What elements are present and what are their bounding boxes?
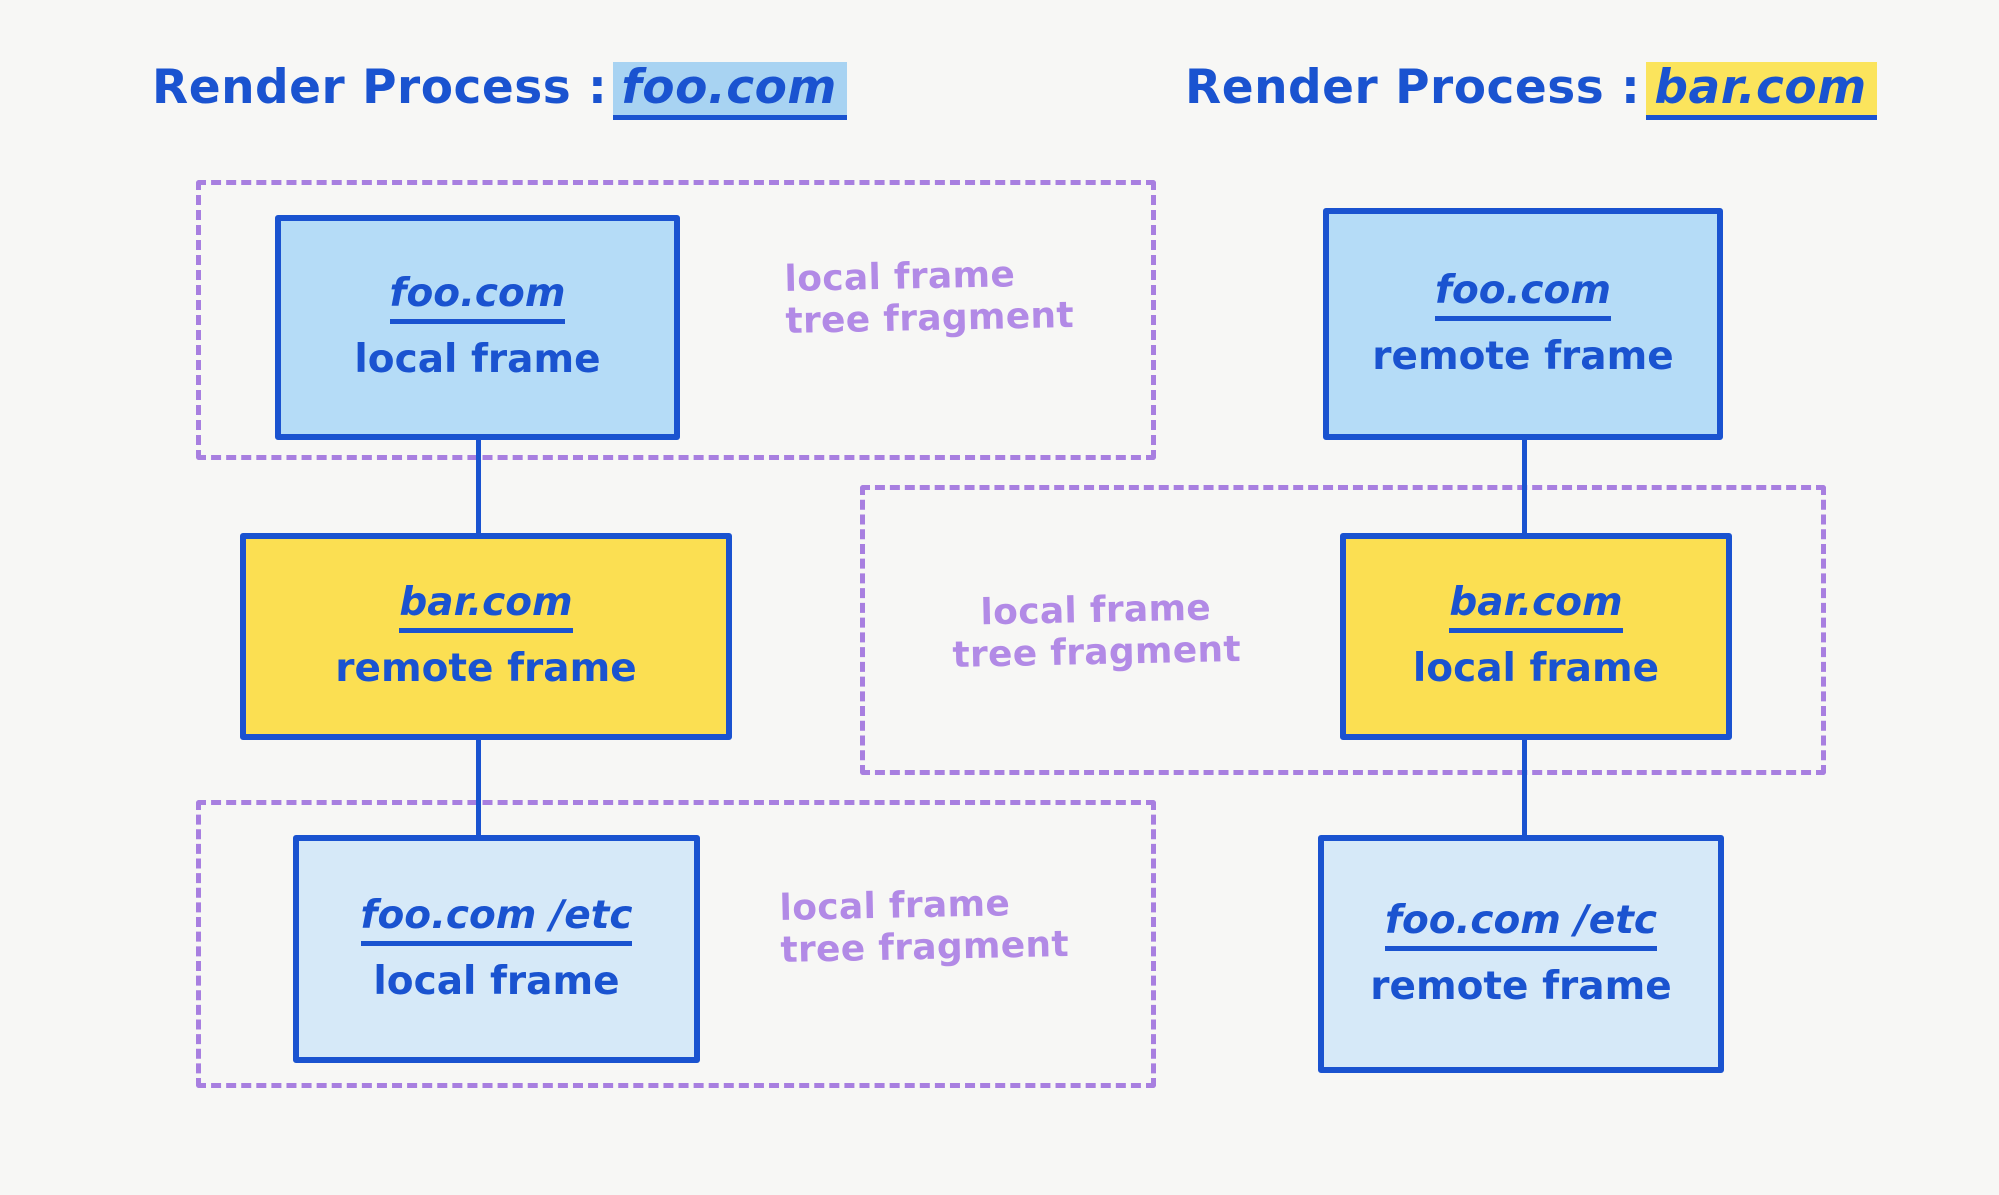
heading-left-render-process: Render Process :foo.com	[152, 62, 847, 120]
frame-kind: remote frame	[1372, 333, 1674, 379]
fragment-label-left-top: local frame tree fragment	[784, 254, 1075, 343]
frame-box-right-bar-local[interactable]: bar.com local frame	[1340, 533, 1732, 740]
frame-kind: local frame	[354, 337, 601, 382]
frame-kind: local frame	[1412, 646, 1660, 691]
fragment-region-left-bottom	[196, 800, 1156, 1088]
connector-left-top-to-middle	[476, 438, 481, 538]
heading-right-label: Render Process :	[1185, 60, 1641, 115]
fragment-label-left-bottom: local frame tree fragment	[779, 883, 1070, 972]
frame-url: bar.com	[1449, 582, 1623, 633]
heading-left-label: Render Process :	[152, 60, 608, 115]
connector-left-middle-to-bottom	[476, 737, 481, 837]
frame-kind: remote frame	[1370, 963, 1672, 1009]
connector-right-middle-to-bottom	[1522, 737, 1527, 837]
fragment-region-middle	[860, 485, 1826, 775]
frame-url: foo.com	[389, 273, 566, 324]
frame-box-right-foo-remote[interactable]: foo.com remote frame	[1323, 208, 1723, 440]
frame-url: bar.com	[399, 582, 573, 633]
heading-right-render-process: Render Process :bar.com	[1185, 62, 1877, 120]
fragment-region-left-top	[196, 180, 1156, 460]
frame-url: foo.com /etc	[1385, 900, 1657, 951]
fragment-label-middle: local frame tree fragment	[952, 587, 1242, 677]
frame-kind: local frame	[373, 958, 620, 1004]
frame-url: foo.com	[1435, 270, 1611, 321]
frame-url: foo.com /etc	[360, 895, 633, 946]
frame-box-right-fooetc-remote[interactable]: foo.com /etc remote frame	[1318, 835, 1724, 1073]
frame-box-left-fooetc-local[interactable]: foo.com /etc local frame	[293, 835, 700, 1063]
frame-kind: remote frame	[335, 646, 637, 691]
frame-box-left-bar-remote[interactable]: bar.com remote frame	[240, 533, 732, 740]
frame-box-left-foo-local[interactable]: foo.com local frame	[275, 215, 680, 440]
connector-right-top-to-middle	[1522, 438, 1527, 538]
heading-left-domain: foo.com	[613, 62, 847, 120]
heading-right-domain: bar.com	[1646, 62, 1877, 120]
